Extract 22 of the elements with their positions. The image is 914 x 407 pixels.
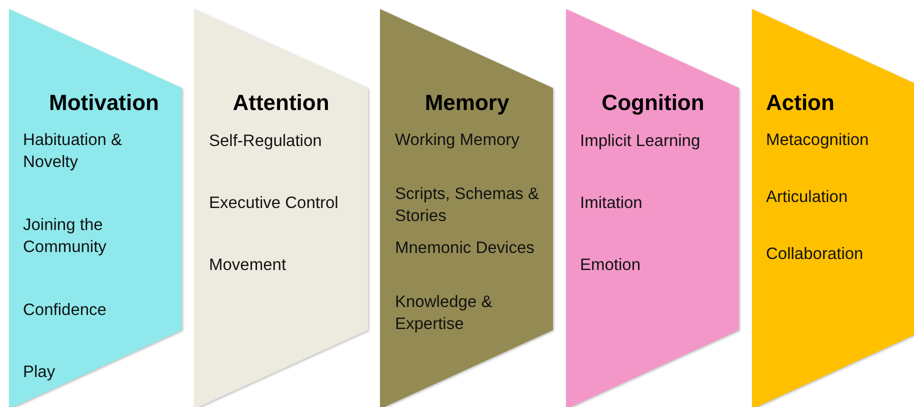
stage-item: Mnemonic Devices bbox=[395, 238, 536, 259]
stage-item: Working Memory bbox=[395, 130, 520, 151]
stage-item: Self-Regulation bbox=[209, 131, 323, 152]
stage-heading: Action bbox=[766, 90, 834, 116]
stage-heading: Motivation bbox=[49, 90, 159, 116]
stage-item: Imitation bbox=[580, 193, 644, 214]
stage-item: Implicit Learning bbox=[580, 131, 702, 152]
stage-item: Emotion bbox=[580, 255, 642, 276]
stage-heading: Attention bbox=[232, 90, 330, 116]
stage-item: Habituation & Novelty bbox=[23, 130, 124, 173]
stage-heading: Memory bbox=[424, 90, 510, 116]
stage-item: Metacognition bbox=[766, 130, 870, 151]
stage-item: Joining the Community bbox=[23, 215, 108, 258]
stage-item: Scripts, Schemas & Stories bbox=[395, 184, 540, 227]
stage-item: Collaboration bbox=[766, 244, 864, 265]
stage-item: Executive Control bbox=[209, 193, 340, 214]
stage-item: Confidence bbox=[23, 300, 108, 321]
stage-item: Articulation bbox=[766, 187, 849, 208]
stage-heading: Cognition bbox=[602, 90, 704, 116]
stage-item: Play bbox=[23, 362, 56, 383]
stage-item: Knowledge & Expertise bbox=[395, 292, 494, 335]
stage-item: Movement bbox=[209, 255, 288, 276]
